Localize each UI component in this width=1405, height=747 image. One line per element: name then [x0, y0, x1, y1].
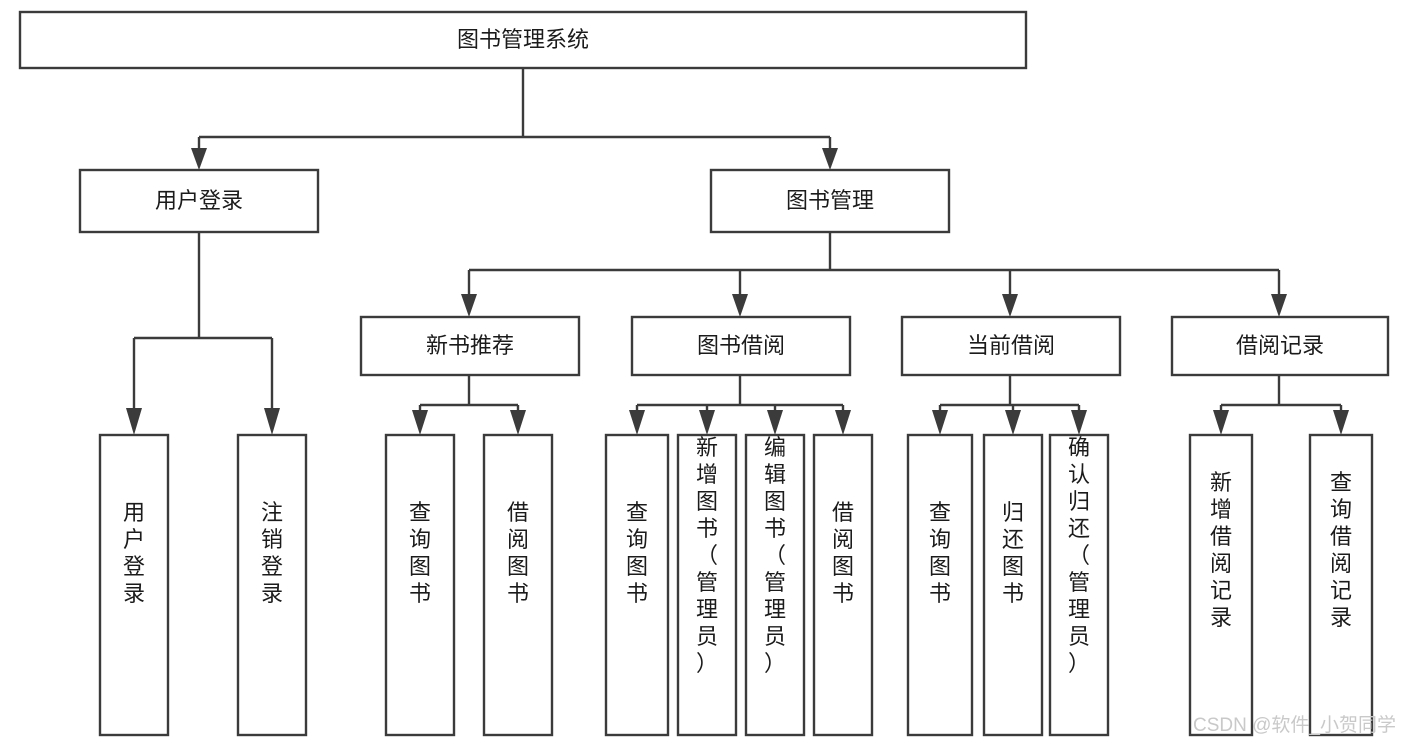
leaf-return-book-label: 归还图书 [1002, 500, 1024, 606]
leaf-user-login-label: 用户登录 [123, 500, 145, 606]
arrowhead-leaf-query-book-1 [412, 410, 428, 435]
book-borrow-box[interactable] [630, 315, 852, 377]
current-borrow-label: 当前借阅 [967, 333, 1055, 358]
node-leaf-borrow-book-2[interactable]: 借阅图书 [812, 433, 874, 737]
node-leaf-return-book[interactable]: 归还图书 [982, 433, 1044, 737]
leaf-query-book-2-box[interactable] [604, 433, 670, 737]
leaf-logout-box[interactable] [236, 433, 308, 737]
leaf-query-record-box[interactable] [1308, 433, 1374, 737]
root-box[interactable] [18, 10, 1028, 70]
borrow-record-label: 借阅记录 [1236, 333, 1324, 358]
leaf-query-book-3-label: 查询图书 [929, 500, 951, 606]
arrowhead-leaf-user-login [126, 408, 142, 435]
arrowhead-leaf-query-book-3 [932, 410, 948, 435]
node-leaf-query-book-3[interactable]: 查询图书 [906, 433, 974, 737]
leaf-return-book-box[interactable] [982, 433, 1044, 737]
node-leaf-confirm-return[interactable]: 确认归还（管理员） [1048, 433, 1110, 737]
node-leaf-query-book-1[interactable]: 查询图书 [384, 433, 456, 737]
leaf-add-record-label: 新增借阅记录 [1210, 470, 1232, 630]
arrowhead-leaf-borrow-book-2 [835, 410, 851, 435]
node-current-borrow[interactable]: 当前借阅 [900, 315, 1122, 377]
book-borrow-label: 图书借阅 [697, 333, 785, 358]
node-leaf-query-record[interactable]: 查询借阅记录 [1308, 433, 1374, 737]
node-leaf-borrow-book-1[interactable]: 借阅图书 [482, 433, 554, 737]
user-login-label: 用户登录 [155, 188, 243, 213]
book-management-box[interactable] [709, 168, 951, 234]
arrowhead-leaf-return-book [1005, 410, 1021, 435]
leaf-nodes-layer: 用户登录 注销登录 查询图书 借阅图书 查询图书 新增图书（管理员） [98, 433, 1374, 737]
arrowhead-leaf-add-record [1213, 410, 1229, 435]
arrowhead-leaf-confirm-return [1071, 410, 1087, 435]
leaf-user-login-box[interactable] [98, 433, 170, 737]
arrowhead-leaf-edit-book [767, 410, 783, 435]
new-book-recommend-label: 新书推荐 [426, 333, 514, 358]
leaf-add-book-label: 新增图书（管理员） [696, 435, 718, 676]
arrowhead-leaf-query-book-2 [629, 410, 645, 435]
node-leaf-add-record[interactable]: 新增借阅记录 [1188, 433, 1254, 737]
new-book-recommend-box[interactable] [359, 315, 581, 377]
node-root[interactable]: 图书管理系统 [18, 10, 1028, 70]
node-leaf-add-book[interactable]: 新增图书（管理员） [676, 433, 738, 737]
arrowhead-book-borrow [732, 294, 748, 317]
leaf-query-record-label: 查询借阅记录 [1330, 470, 1352, 630]
leaf-logout-label: 注销登录 [261, 500, 283, 606]
leaf-confirm-return-box[interactable] [1048, 433, 1110, 737]
watermark-label: CSDN @软件_小贺同学 [1193, 714, 1396, 736]
leaf-add-record-box[interactable] [1188, 433, 1254, 737]
leaf-borrow-book-1-label: 借阅图书 [507, 500, 529, 606]
leaf-query-book-1-box[interactable] [384, 433, 456, 737]
borrow-record-box[interactable] [1170, 315, 1390, 377]
arrowhead-new-book-recommend [461, 294, 477, 317]
leaf-edit-book-box[interactable] [744, 433, 806, 737]
user-login-box[interactable] [78, 168, 320, 234]
book-management-label: 图书管理 [786, 188, 874, 213]
leaf-borrow-book-2-box[interactable] [812, 433, 874, 737]
arrowhead-current-borrow [1002, 294, 1018, 317]
node-leaf-query-book-2[interactable]: 查询图书 [604, 433, 670, 737]
arrowhead-book-management [822, 148, 838, 170]
arrowhead-leaf-query-record [1333, 410, 1349, 435]
leaf-confirm-return-label: 确认归还（管理员） [1068, 435, 1090, 676]
arrowhead-leaf-borrow-book-1 [510, 410, 526, 435]
leaf-query-book-3-box[interactable] [906, 433, 974, 737]
node-user-login[interactable]: 用户登录 [78, 168, 320, 234]
node-book-borrow[interactable]: 图书借阅 [630, 315, 852, 377]
node-borrow-record[interactable]: 借阅记录 [1170, 315, 1390, 377]
leaf-query-book-2-label: 查询图书 [626, 500, 648, 606]
current-borrow-box[interactable] [900, 315, 1122, 377]
leaf-query-book-1-label: 查询图书 [409, 500, 431, 606]
arrowhead-user-login [191, 148, 207, 170]
leaf-borrow-book-1-box[interactable] [482, 433, 554, 737]
leaf-edit-book-label: 编辑图书（管理员） [764, 435, 786, 676]
root-label: 图书管理系统 [457, 27, 589, 52]
arrowhead-borrow-record [1271, 294, 1287, 317]
leaf-borrow-book-2-label: 借阅图书 [832, 500, 854, 606]
node-book-management[interactable]: 图书管理 [709, 168, 951, 234]
node-leaf-logout[interactable]: 注销登录 [236, 433, 308, 737]
arrowhead-leaf-add-book [699, 410, 715, 435]
node-leaf-edit-book[interactable]: 编辑图书（管理员） [744, 433, 806, 737]
leaf-add-book-box[interactable] [676, 433, 738, 737]
node-leaf-user-login[interactable]: 用户登录 [98, 433, 170, 737]
connectors-layer [126, 68, 1349, 435]
node-new-book-recommend[interactable]: 新书推荐 [359, 315, 581, 377]
arrowhead-leaf-logout [264, 408, 280, 435]
